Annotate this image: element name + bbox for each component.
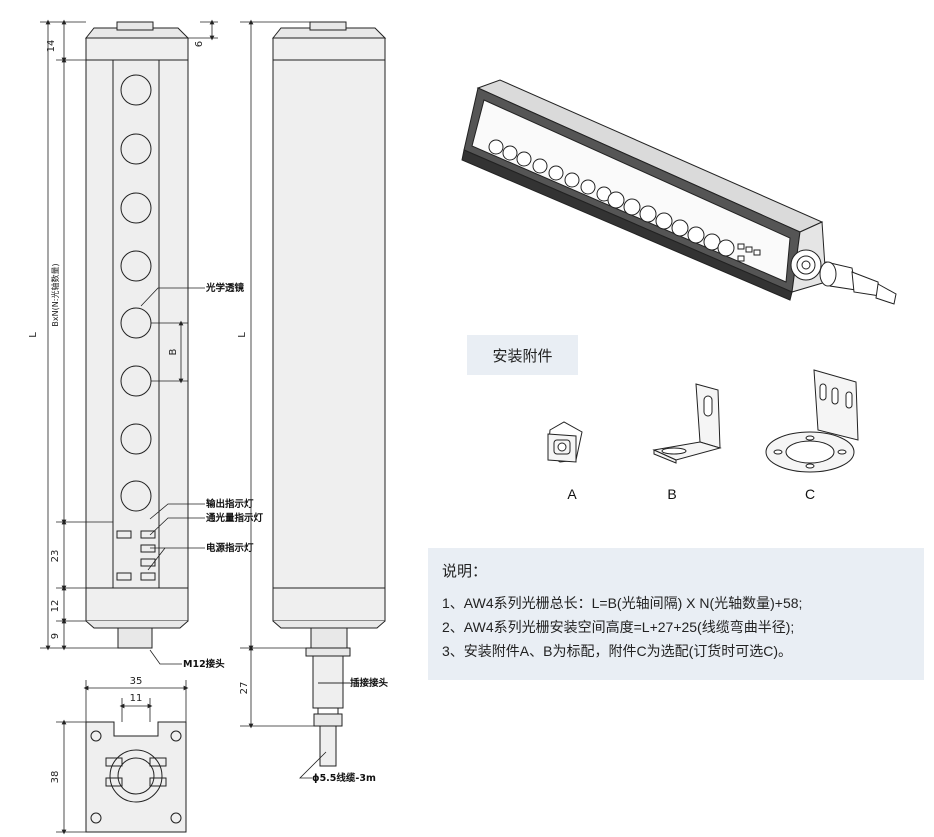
dim-14: 14 xyxy=(46,40,57,53)
note-line-1: 1、AW4系列光栅总长：L=B(光轴间隔) X N(光轴数量)+58; xyxy=(442,595,803,611)
accessory-label-a: A xyxy=(567,486,577,502)
dim-27: 27 xyxy=(239,682,250,695)
dim-L-right: L xyxy=(237,332,248,338)
dim-9: 9 xyxy=(50,633,61,639)
accessory-c-drawing xyxy=(765,369,859,473)
cross-section-texts: 35 11 38 xyxy=(50,676,142,783)
cross-section-view xyxy=(85,721,187,833)
notes-panel: 说明： 1、AW4系列光栅总长：L=B(光轴间隔) X N(光轴数量)+58; … xyxy=(428,548,924,680)
label-plug-connector: 插接接头 xyxy=(350,677,389,689)
dim-23: 23 xyxy=(50,550,61,563)
label-m12: M12接头 xyxy=(183,658,225,670)
dim-38: 38 xyxy=(50,771,61,784)
label-power-indicator: 电源指示灯 xyxy=(206,542,254,554)
dim-BxN: BxN(N:光轴数量) xyxy=(50,263,60,326)
notes-title: 说明： xyxy=(442,563,488,580)
accessory-label-b: B xyxy=(667,486,677,502)
accessory-label-c: C xyxy=(804,486,816,502)
label-optical-lens: 光学透镜 xyxy=(205,282,245,294)
dim-35: 35 xyxy=(130,676,143,687)
label-output-indicator: 输出指示灯 xyxy=(206,498,254,510)
note-line-2: 2、AW4系列光栅安装空间高度=L+27+25(线缆弯曲半径); xyxy=(442,619,795,635)
dim-B: B xyxy=(168,348,179,355)
front-dimensions xyxy=(40,19,218,665)
dim-12: 12 xyxy=(50,600,61,613)
dim-L-left: L xyxy=(28,332,39,338)
accessories-title: 安装附件 xyxy=(467,335,578,375)
side-dimensions xyxy=(240,19,350,779)
note-line-3: 3、安装附件A、B为标配，附件C为选配(订货时可选C)。 xyxy=(442,643,793,659)
indicator-leds xyxy=(116,530,156,581)
label-pass-indicator: 通光量指示灯 xyxy=(206,512,264,524)
accessory-a-drawing xyxy=(547,421,583,463)
side-view xyxy=(271,21,387,767)
dim-11: 11 xyxy=(130,693,143,704)
dim-6: 6 xyxy=(194,41,205,47)
label-cable: ϕ5.5线缆-3m xyxy=(312,772,376,784)
front-view xyxy=(84,21,190,649)
side-dimension-texts: L 27 插接接头 ϕ5.5线缆-3m xyxy=(237,332,389,784)
cross-section-dimensions xyxy=(56,680,189,835)
accessory-b-drawing xyxy=(652,383,722,464)
product-3d-render xyxy=(461,79,897,305)
